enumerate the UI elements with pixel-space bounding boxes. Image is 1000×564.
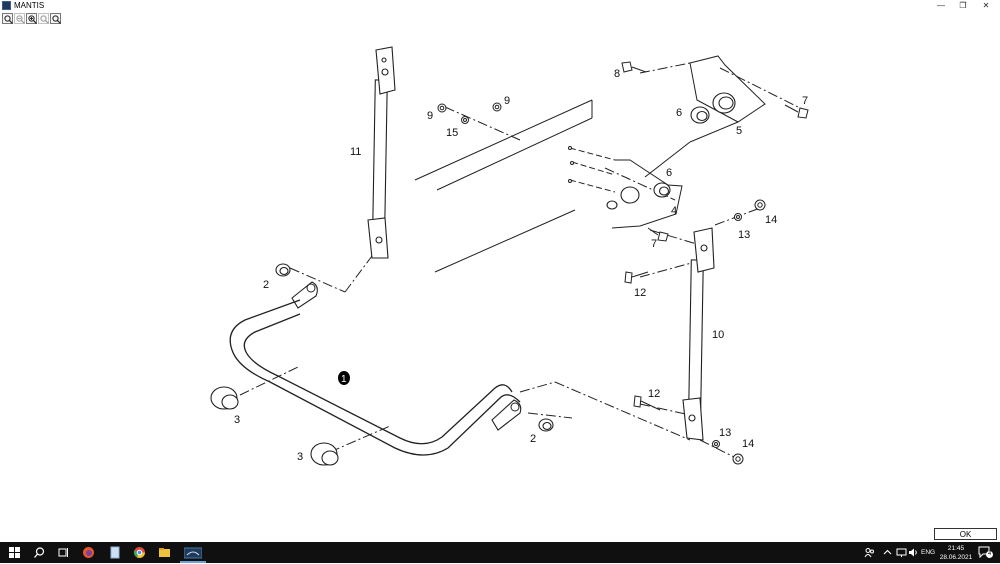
part-label-1: 1 (341, 374, 347, 385)
part-label-15: 15 (446, 127, 458, 139)
part-label-14: 14 (765, 214, 777, 226)
link-rod-lower (682, 227, 715, 441)
title-bar: MANTIS — ❐ ✕ (0, 0, 1000, 12)
clock-date: 28.06.2021 (939, 554, 973, 561)
clock-time: 21:45 (947, 545, 965, 552)
volume-icon[interactable] (908, 547, 921, 560)
people-icon[interactable] (864, 547, 877, 560)
part-label-13: 13 (719, 427, 731, 439)
part-label-7: 7 (651, 238, 657, 250)
part-label-2: 2 (530, 433, 536, 445)
part-label-9: 9 (504, 95, 510, 107)
part-label-7: 7 (802, 95, 808, 107)
mantis-app-icon[interactable] (184, 546, 202, 559)
zoom-all-icon (52, 15, 61, 24)
part-label-14: 14 (742, 438, 754, 450)
magnifier-icon (4, 15, 13, 24)
firefox-icon[interactable] (82, 546, 95, 559)
clock[interactable]: 21:45 28.06.2021 (938, 544, 974, 562)
part-label-3: 3 (297, 451, 303, 463)
search-icon[interactable] (33, 546, 46, 559)
windows-start-icon[interactable] (8, 546, 21, 559)
bushing-group (210, 92, 736, 466)
zoom-all-button[interactable] (50, 13, 61, 24)
part-label-6: 6 (666, 167, 672, 179)
part-label-6: 6 (676, 107, 682, 119)
notification-center[interactable]: 4 (978, 545, 993, 559)
language-indicator[interactable]: ENG (921, 549, 936, 556)
zoom-in-button[interactable] (26, 13, 37, 24)
zoom-fit-button[interactable] (2, 13, 13, 24)
link-rod-upper (367, 46, 396, 259)
part-label-13: 13 (738, 229, 750, 241)
part-label-12: 12 (648, 388, 660, 400)
part-label-4: 4 (671, 205, 677, 217)
part-label-3: 3 (234, 414, 240, 426)
file-icon[interactable] (108, 546, 121, 559)
file-explorer-icon[interactable] (158, 546, 171, 559)
part-label-10: 10 (712, 329, 724, 341)
fastener-group (437, 61, 809, 465)
zoom-out-icon (16, 15, 25, 24)
active-app-indicator (180, 561, 206, 563)
app-icon (2, 1, 11, 10)
notification-icon (978, 546, 990, 559)
network-icon[interactable] (896, 547, 909, 560)
part-label-12: 12 (634, 287, 646, 299)
ok-button[interactable]: OK (934, 528, 997, 540)
part-label-5: 5 (736, 125, 742, 137)
chevron-up-icon[interactable] (882, 547, 895, 560)
part-label-8: 8 (614, 68, 620, 80)
close-button[interactable]: ✕ (982, 1, 990, 10)
zoom-out-button[interactable] (14, 13, 25, 24)
zoom-window-icon (40, 15, 49, 24)
main-part-marker (338, 371, 350, 385)
chrome-icon[interactable] (133, 546, 146, 559)
part-label-11: 11 (350, 146, 361, 158)
minimize-button[interactable]: — (937, 1, 945, 10)
part-label-2: 2 (263, 279, 269, 291)
zoom-window-button[interactable] (38, 13, 49, 24)
notification-badge: 4 (986, 551, 993, 558)
zoom-toolbar (0, 13, 80, 27)
task-view-icon[interactable] (57, 546, 70, 559)
restore-button[interactable]: ❐ (959, 1, 967, 10)
parts-drawing: 1 2 2 3 3 4 5 6 6 7 7 8 9 9 10 11 12 12 … (210, 46, 809, 466)
window-title: MANTIS (14, 1, 45, 10)
zoom-in-icon (28, 15, 37, 24)
taskbar: ENG (0, 542, 1000, 563)
part-label-9: 9 (427, 110, 433, 122)
